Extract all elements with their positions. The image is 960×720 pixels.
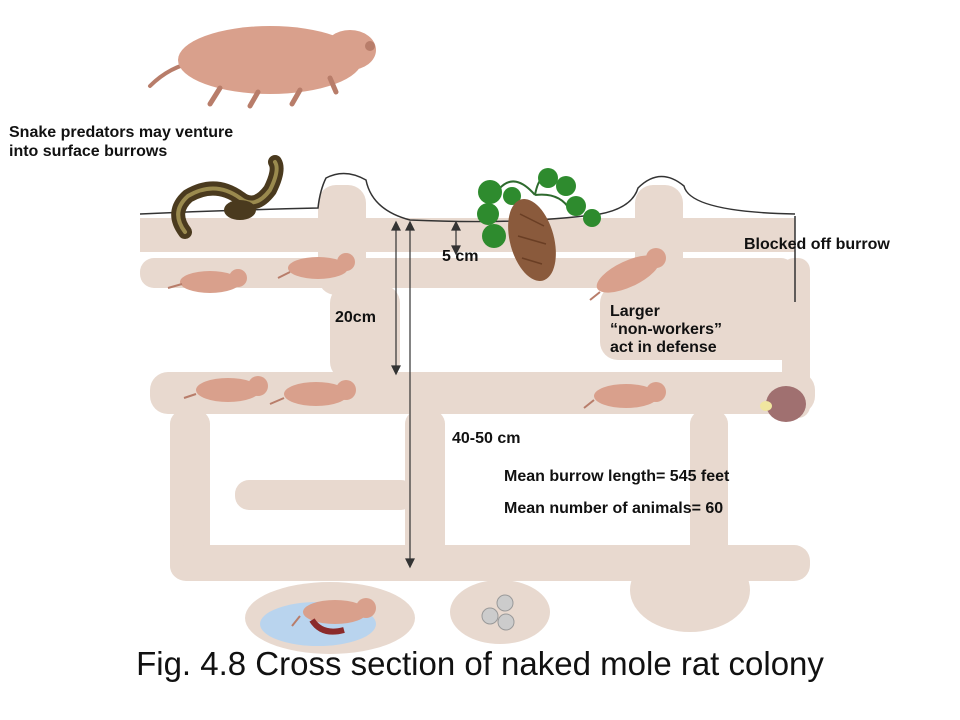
mole-rat-defender-upper [589,248,666,301]
label-blocked-burrow: Blocked off burrow [744,236,890,253]
queen-mole-rat-nest [260,598,376,646]
vertical-shaft-center [405,410,445,580]
mole-rat-middle-3 [583,382,666,409]
label-mean-number-animals: Mean number of animals= 60 [504,500,724,517]
vertical-shaft-far-right [690,410,728,580]
surface-burrow [140,206,795,252]
feces-pellets [481,594,515,631]
mid-chamber-right [600,285,810,360]
mole-rat-middle-2 [269,380,356,406]
label-snake-line1: Snake predators may venture [9,124,234,141]
snake [171,155,284,239]
label-larger-line1: Larger [610,303,660,320]
figure-caption: Fig. 4.8 Cross section of naked mole rat… [136,645,824,682]
right-vertical-tunnel [782,258,810,418]
label-depth-20cm: 20cm [335,309,376,326]
label-depth-5cm: 5 cm [442,248,479,265]
mid-chamber-left [330,285,400,380]
mole-rat-upper-2 [277,253,355,279]
ground-surface-line [139,172,796,223]
mole-rat-middle-1 [183,376,268,402]
label-larger-line2: “non-workers” [610,321,723,338]
mole-rat-upper-1 [167,269,247,293]
label-depth-40-50cm: 40-50 cm [452,430,521,447]
tunnel-system [140,185,815,654]
food-store-chamber [630,548,750,632]
mole-rat-blocking [760,386,806,422]
plant-with-tuber [477,168,601,281]
toilet-chamber [450,580,550,644]
vertical-shaft-far-left [170,410,210,580]
depth-markers [391,220,461,569]
label-snake-line2: into surface burrows [9,143,168,160]
lower-left-connector [235,480,415,510]
mole-rat-surface [148,26,376,109]
label-larger-line3: act in defense [610,339,717,356]
label-mean-burrow-length: Mean burrow length= 545 feet [504,468,730,485]
